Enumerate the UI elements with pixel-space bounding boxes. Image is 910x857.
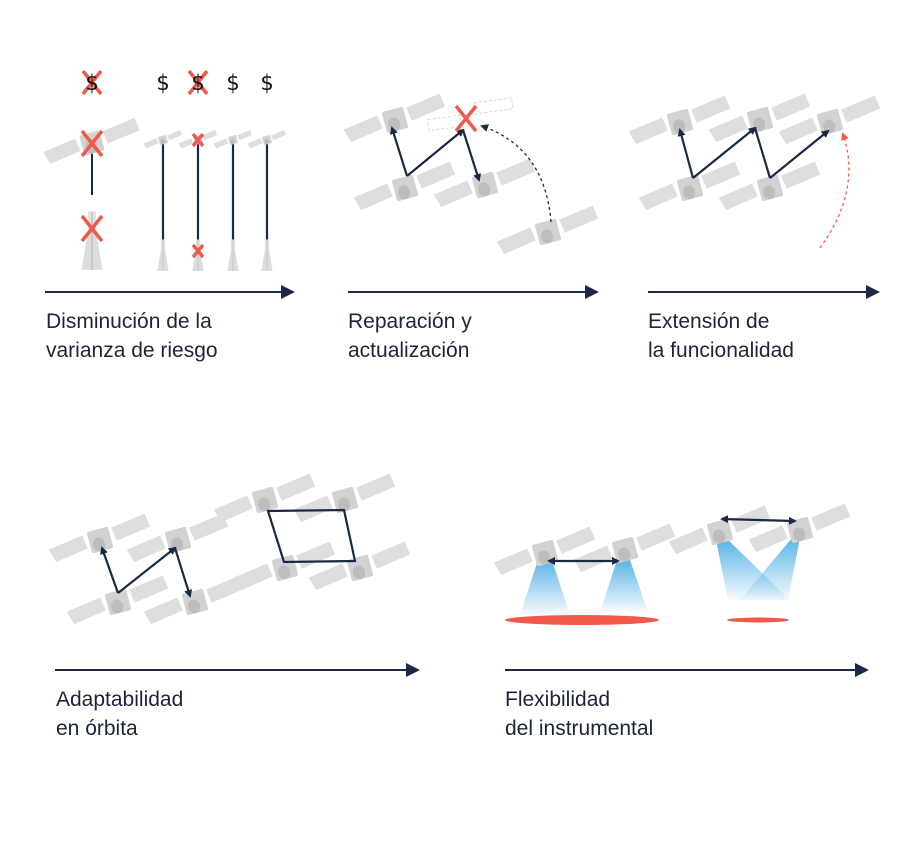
sensor-beam: [740, 538, 800, 600]
panel-label: en órbita: [56, 717, 138, 740]
sensor-beam: [520, 560, 570, 615]
dashed-new-satellite-path: [819, 132, 850, 249]
panel-label: varianza de riesgo: [46, 339, 218, 362]
panel-orbit-adaptability: Adaptabilidad en órbita: [46, 473, 420, 740]
panel-label: Reparación y: [348, 310, 472, 333]
panel-label: Disminución de la: [46, 310, 212, 333]
panel-label: Extensión de: [648, 310, 769, 333]
ground-footprint: [505, 615, 659, 625]
x-mark-icon: [80, 214, 104, 243]
panel-repair-upgrade: Reparación y actualización: [341, 93, 602, 362]
dollar-sign: $: [260, 71, 273, 95]
link-loop: [266, 508, 357, 564]
rocket-icon: [227, 239, 239, 272]
x-mark-icon: [187, 69, 209, 96]
x-mark-icon: [454, 104, 478, 133]
dollar-sign: $: [85, 71, 98, 95]
dollar-sign: $: [191, 71, 204, 95]
panel-label: Flexibilidad: [505, 688, 610, 711]
link-line: [389, 126, 409, 177]
sensor-beam: [600, 560, 648, 612]
panel-functionality-extension: Extensión de la funcionalidad: [626, 93, 884, 362]
panel-risk-variance: $ $ $ $ $: [40, 69, 295, 362]
panel-label: la funcionalidad: [648, 339, 794, 362]
x-mark-icon: [81, 69, 103, 96]
panel-instrument-flexibility: Flexibilidad del instrumental: [491, 503, 869, 740]
panel-label: Adaptabilidad: [56, 688, 183, 711]
rocket-icon: [261, 239, 273, 272]
link-line: [677, 128, 695, 179]
dollar-x-marks: [81, 69, 209, 96]
panel-label: actualización: [348, 339, 469, 362]
link-line: [461, 129, 481, 182]
x-mark-icon: [191, 132, 205, 148]
replacement-satellite-icon: [494, 205, 602, 257]
small-satellite-stacks: [142, 129, 288, 272]
dollar-row: $ $ $ $ $: [85, 71, 273, 95]
x-mark-icon: [191, 243, 205, 259]
large-satellite-stack: [40, 117, 143, 271]
link-line: [769, 129, 830, 179]
dollar-sign: $: [156, 71, 169, 95]
rocket-icon: [157, 239, 169, 272]
link-line: [406, 128, 465, 177]
panel-label: del instrumental: [505, 717, 653, 740]
ground-footprint: [727, 617, 789, 623]
x-mark-icon: [80, 129, 104, 158]
dollar-sign: $: [226, 71, 239, 95]
failure-x-icons: [80, 129, 205, 259]
